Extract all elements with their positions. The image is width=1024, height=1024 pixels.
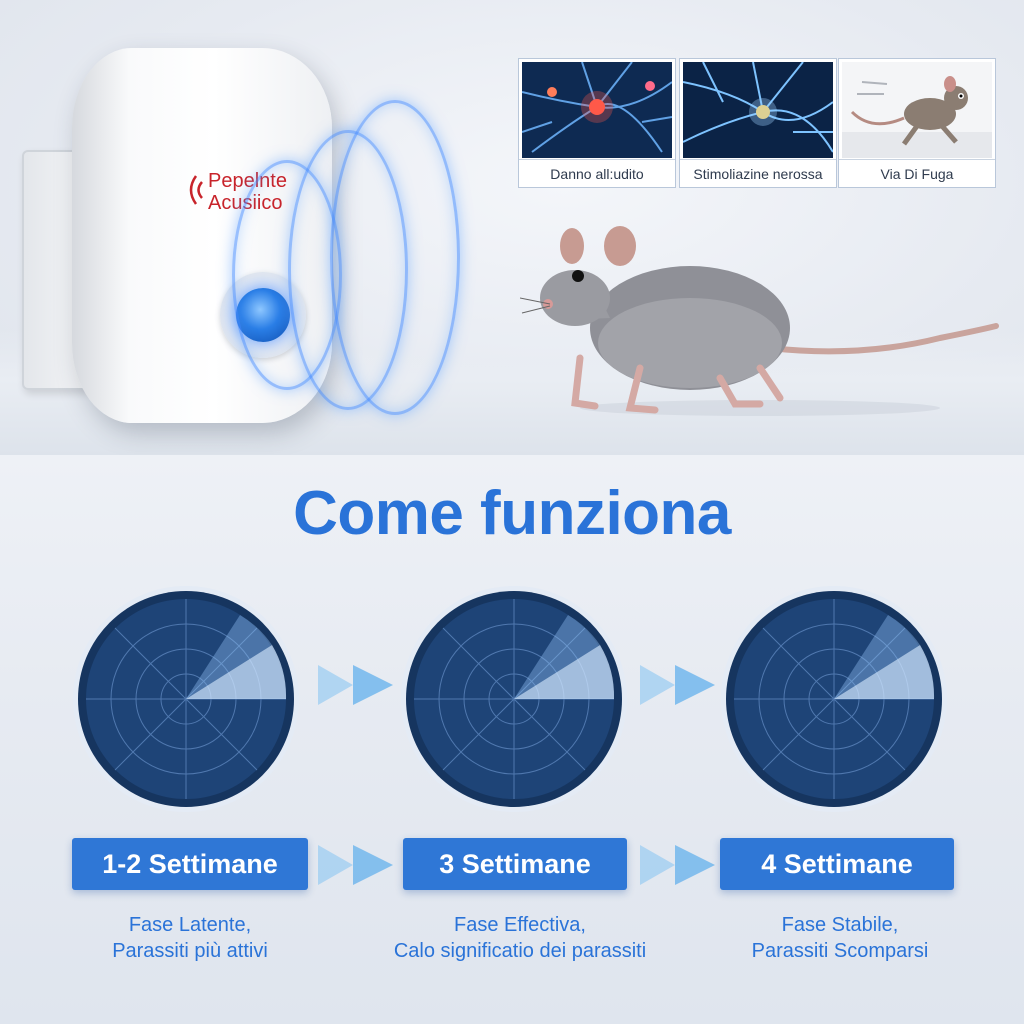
chevron-right-icon (318, 845, 393, 885)
rat-illustration (520, 226, 999, 416)
thumbnail-escape-route: Via Di Fuga (838, 58, 996, 188)
thumbnail-label: Danno all:udito (519, 159, 675, 187)
neuron-network-icon (683, 62, 833, 158)
neuron-damage-icon (522, 62, 672, 158)
fleeing-rat-icon (842, 62, 992, 158)
radar-icon (721, 586, 947, 812)
step-description-3: Fase Stabile, Parassiti Scomparsi (700, 912, 980, 964)
radar-icon (401, 586, 627, 812)
step-description-1: Fase Latente, Parassiti più attivi (70, 912, 310, 964)
thumbnail-label: Via Di Fuga (839, 159, 995, 187)
thumbnail-label: Stimoliazine nerossa (680, 159, 836, 187)
chevron-right-icon (640, 665, 715, 705)
page-title: Come funziona (293, 479, 731, 548)
thumbnail-nerve-stimulation: Stimoliazine nerossa (679, 58, 837, 188)
step-description-line: Fase Latente, (128, 914, 252, 936)
radar-icon (73, 586, 299, 812)
chevron-right-icon (640, 845, 715, 885)
thumbnail-hearing-damage: Danno all:udito (518, 58, 676, 188)
sound-waves-icon (189, 175, 203, 205)
step-badge-2: 3 Settimane (403, 838, 627, 890)
ultrasonic-wave-3 (330, 100, 460, 415)
step-description-line: Fase Effectiva, (454, 914, 586, 936)
step-description-line: Parassiti Scomparsi (751, 940, 929, 962)
step-description-line: Fase Stabile, (781, 914, 899, 936)
chevron-right-icon (318, 665, 393, 705)
step-badge-3: 4 Settimane (720, 838, 954, 890)
step-description-2: Fase Effectiva, Calo significatio dei pa… (350, 912, 690, 964)
step-badge-1: 1-2 Settimane (72, 838, 308, 890)
step-description-line: Parassiti più attivi (112, 940, 268, 962)
step-description-line: Calo significatio dei parassiti (393, 940, 647, 962)
